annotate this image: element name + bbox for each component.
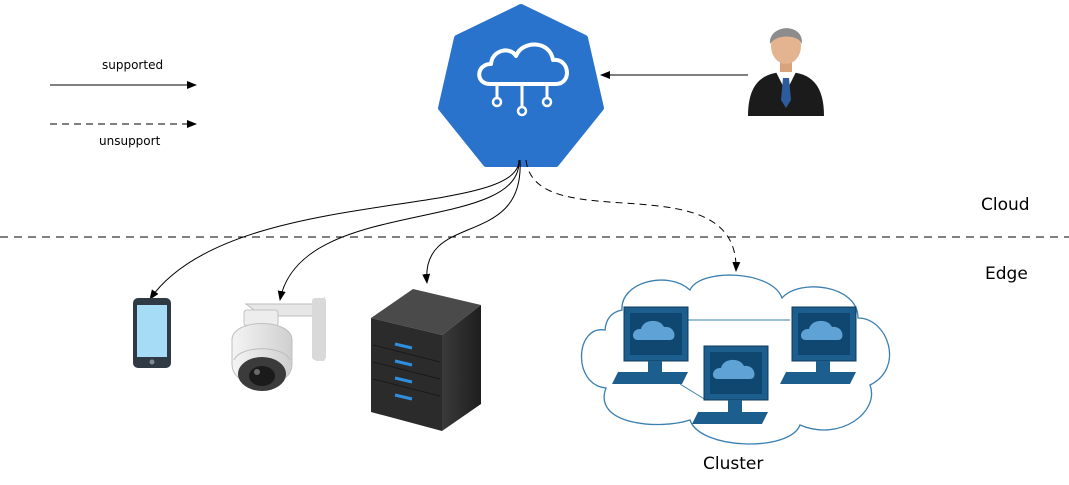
desktop-computer-icon <box>780 306 857 384</box>
legend-unsupport-label: unsupport <box>99 134 161 148</box>
server-tower-icon <box>371 289 481 431</box>
legend-supported-label: supported <box>102 58 164 72</box>
cloud-zone-label: Cloud <box>981 195 1030 215</box>
cloud-to-cluster-arrow <box>525 159 741 272</box>
desktop-computer-icon <box>612 306 689 384</box>
kubernetes-cloud-icon <box>438 4 604 167</box>
smartphone-icon <box>133 298 171 368</box>
cloud-to-camera-arrow <box>277 159 520 301</box>
edge-zone-label: Edge <box>985 264 1028 284</box>
cloud-to-server-arrow <box>422 159 521 284</box>
security-camera-icon <box>231 297 326 391</box>
cluster-link-left-mid <box>679 383 707 401</box>
cluster-label: Cluster <box>703 454 764 474</box>
cloud-to-phone-arrow <box>149 159 520 300</box>
desktop-computer-icon <box>692 345 769 424</box>
businessman-icon <box>748 28 824 116</box>
